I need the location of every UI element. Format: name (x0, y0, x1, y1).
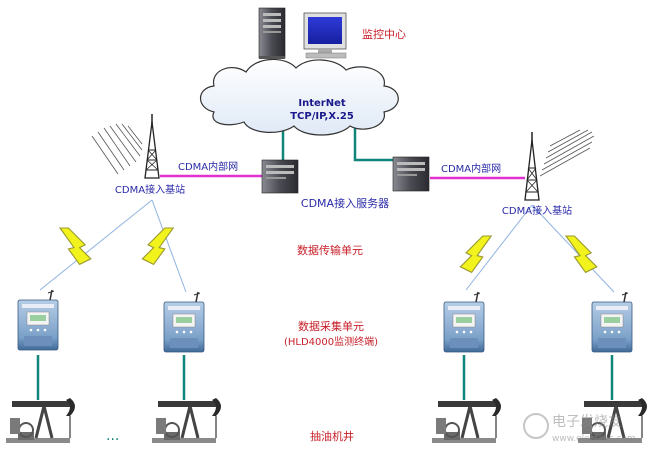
data-collect-unit-sub-label: (HLD4000监测终端) (284, 335, 378, 348)
watermark-logo-icon (523, 413, 549, 439)
base-station-label-left: CDMA接入基站 (115, 183, 185, 196)
meter-icon (591, 291, 633, 353)
meter-icon (163, 291, 205, 353)
base-station-label-right: CDMA接入基站 (502, 204, 572, 217)
data-collect-unit-label: 数据采集单元 (298, 319, 364, 333)
meter-icon (443, 291, 485, 353)
monitor-center: 监控中心 (258, 7, 406, 59)
tower-icon (524, 132, 540, 201)
monitor-center-label: 监控中心 (362, 27, 406, 41)
meter-icon (17, 289, 59, 351)
watermark-url: www.elecfans.com (552, 434, 636, 444)
access-server-left (261, 159, 299, 194)
pumpjack-icon (150, 396, 223, 445)
internet-cloud: InterNet TCP/IP,X.25 (199, 58, 399, 136)
lightning-icon (565, 235, 598, 273)
signal-hatch-icon (91, 123, 143, 175)
tower-icon (144, 114, 160, 179)
cdma-lan-label-right: CDMA内部网 (441, 162, 501, 175)
monitor-icon (303, 12, 347, 59)
radio-right-2 (531, 204, 615, 293)
radio-left-1 (39, 199, 153, 291)
radio-right-1 (465, 204, 533, 291)
pumpjack-icon (4, 396, 77, 445)
signal-hatch-icon (539, 129, 595, 177)
cdma-lan-label-left: CDMA内部网 (178, 160, 238, 173)
data-transfer-unit-label: 数据传输单元 (297, 243, 363, 257)
lightning-icon (59, 227, 92, 265)
watermark: 电子发烧友 www.elecfans.com (523, 413, 636, 444)
server-tower-icon (258, 7, 286, 59)
base-station-left: CDMA接入基站 (91, 114, 185, 196)
radio-left-2 (151, 199, 187, 293)
pump-well-label: 抽油机井 (310, 429, 354, 443)
watermark-title: 电子发烧友 (552, 414, 622, 430)
access-server-label: CDMA接入服务器 (301, 197, 389, 210)
access-server-right (392, 156, 430, 192)
pumpjack-icon (430, 396, 503, 445)
link-cloud-server-right (353, 118, 393, 162)
cloud-shape (199, 58, 399, 136)
links (36, 62, 615, 400)
base-station-right: CDMA接入基站 (502, 129, 595, 217)
lightning-icon (459, 235, 492, 273)
protocol-label: TCP/IP,X.25 (290, 111, 354, 122)
internet-label: InterNet (298, 98, 345, 109)
ellipsis-label: ... (106, 428, 119, 444)
